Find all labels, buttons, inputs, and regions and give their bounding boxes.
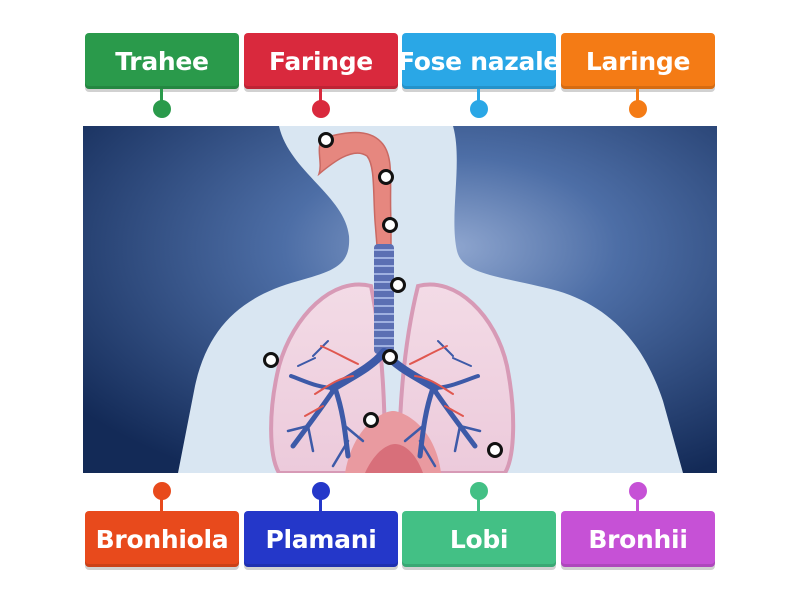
target-7[interactable] bbox=[363, 412, 379, 428]
label-plamani[interactable]: Plamani bbox=[244, 511, 398, 567]
connector-lobi bbox=[477, 497, 480, 511]
heart-detail bbox=[365, 444, 423, 473]
label-laringe[interactable]: Laringe bbox=[561, 33, 715, 89]
connector-fose-nazale bbox=[477, 89, 480, 103]
pin-laringe bbox=[629, 100, 647, 118]
left-lung bbox=[269, 282, 387, 473]
target-4[interactable] bbox=[390, 277, 406, 293]
pin-lobi bbox=[470, 482, 488, 500]
label-faringe[interactable]: Faringe bbox=[244, 33, 398, 89]
trachea-rings bbox=[374, 249, 394, 347]
right-lung bbox=[397, 282, 516, 473]
connector-laringe bbox=[636, 89, 639, 103]
pin-plamani bbox=[312, 482, 330, 500]
target-1[interactable] bbox=[318, 132, 334, 148]
connector-bronhii bbox=[636, 497, 639, 511]
pin-trahee bbox=[153, 100, 171, 118]
blood-vessels bbox=[304, 345, 464, 417]
pin-bronhiola bbox=[153, 482, 171, 500]
connector-trahee bbox=[160, 89, 163, 103]
bronchi-tree bbox=[286, 340, 482, 468]
target-2[interactable] bbox=[378, 169, 394, 185]
label-lobi[interactable]: Lobi bbox=[402, 511, 556, 567]
target-3[interactable] bbox=[382, 217, 398, 233]
label-bronhiola[interactable]: Bronhiola bbox=[85, 511, 239, 567]
target-8[interactable] bbox=[487, 442, 503, 458]
pin-bronhii bbox=[629, 482, 647, 500]
label-bronhii[interactable]: Bronhii bbox=[561, 511, 715, 567]
respiratory-diagram bbox=[83, 126, 717, 473]
target-5[interactable] bbox=[263, 352, 279, 368]
connector-bronhiola bbox=[160, 497, 163, 511]
connector-plamani bbox=[319, 497, 322, 511]
connector-faringe bbox=[319, 89, 322, 103]
pin-fose-nazale bbox=[470, 100, 488, 118]
label-fose-nazale[interactable]: Fose nazale bbox=[398, 33, 560, 89]
nasal-airway bbox=[317, 131, 392, 247]
label-trahee[interactable]: Trahee bbox=[85, 33, 239, 89]
target-6[interactable] bbox=[382, 349, 398, 365]
respiratory-illustration bbox=[83, 126, 717, 473]
answer-targets[interactable] bbox=[263, 132, 503, 458]
pin-faringe bbox=[312, 100, 330, 118]
